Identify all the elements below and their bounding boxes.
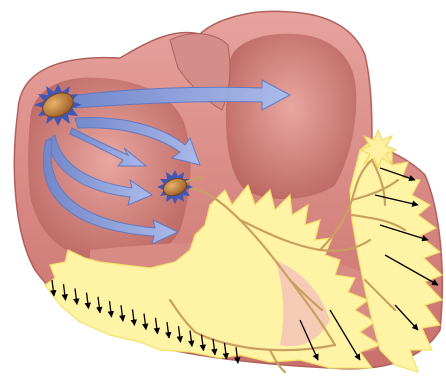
left-atrium-chamber [226, 34, 356, 199]
